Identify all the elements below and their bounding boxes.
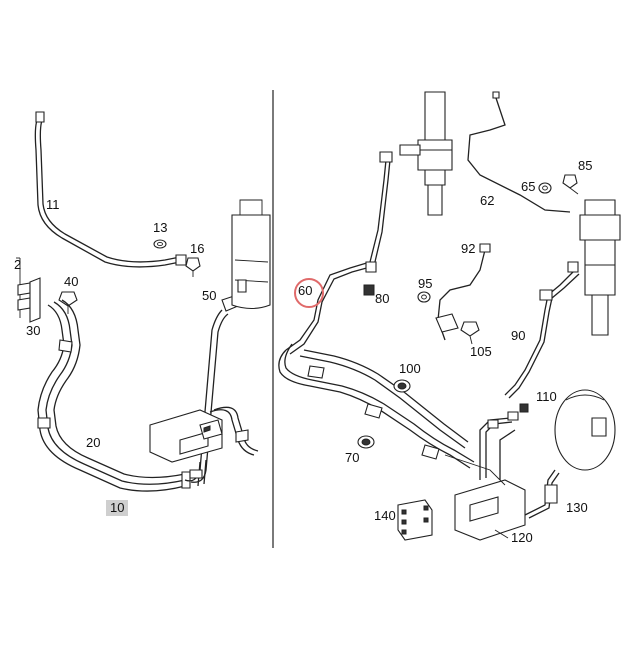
bolt-16 (185, 257, 201, 277)
bracket-30 (16, 257, 41, 323)
label-10[interactable]: 10 (106, 500, 129, 516)
bolt-40 (58, 291, 78, 314)
bolt-85 (562, 174, 579, 195)
wire-62 (467, 91, 571, 213)
label-130[interactable]: 130 (566, 500, 588, 515)
line-130 (524, 469, 560, 519)
accumulator (554, 389, 616, 471)
label-40[interactable]: 40 (64, 274, 79, 289)
highlight-circle-60 (294, 278, 324, 308)
label-16[interactable]: 16 (190, 241, 205, 256)
fitting-80 (363, 284, 375, 296)
line-60 (285, 151, 393, 355)
strut-right (579, 199, 621, 336)
label-2[interactable]: 2 (14, 257, 22, 272)
washer-95 (417, 291, 431, 303)
label-95[interactable]: 95 (418, 276, 433, 291)
label-11[interactable]: 11 (46, 197, 60, 212)
label-90[interactable]: 90 (511, 328, 526, 343)
label-60[interactable]: 60 (298, 283, 313, 298)
label-110[interactable]: 110 (536, 389, 557, 404)
label-13[interactable]: 13 (153, 220, 168, 235)
label-70[interactable]: 70 (345, 450, 360, 465)
line-90 (504, 261, 580, 399)
label-100[interactable]: 100 (399, 361, 421, 376)
label-50[interactable]: 50 (202, 288, 217, 303)
label-105[interactable]: 105 (470, 344, 492, 359)
reservoir (231, 199, 271, 310)
strut-left (399, 91, 453, 216)
label-62[interactable]: 62 (480, 193, 495, 208)
line-bundle (278, 343, 475, 469)
hose-11 (34, 111, 187, 268)
label-140[interactable]: 140 (374, 508, 396, 523)
label-80[interactable]: 80 (375, 291, 390, 306)
label-120[interactable]: 120 (511, 530, 533, 545)
label-30[interactable]: 30 (26, 323, 41, 338)
washer-65 (538, 182, 552, 194)
mount-140 (397, 499, 433, 541)
lines-20 (37, 299, 191, 492)
fitting-110 (519, 403, 529, 413)
washer-13 (153, 239, 167, 249)
label-85[interactable]: 85 (578, 158, 593, 173)
label-92[interactable]: 92 (461, 241, 476, 256)
pump-unit-left (149, 406, 259, 487)
label-20[interactable]: 20 (86, 435, 101, 450)
valve-block (444, 411, 526, 541)
label-65[interactable]: 65 (521, 179, 536, 194)
bolt-105 (435, 313, 480, 345)
